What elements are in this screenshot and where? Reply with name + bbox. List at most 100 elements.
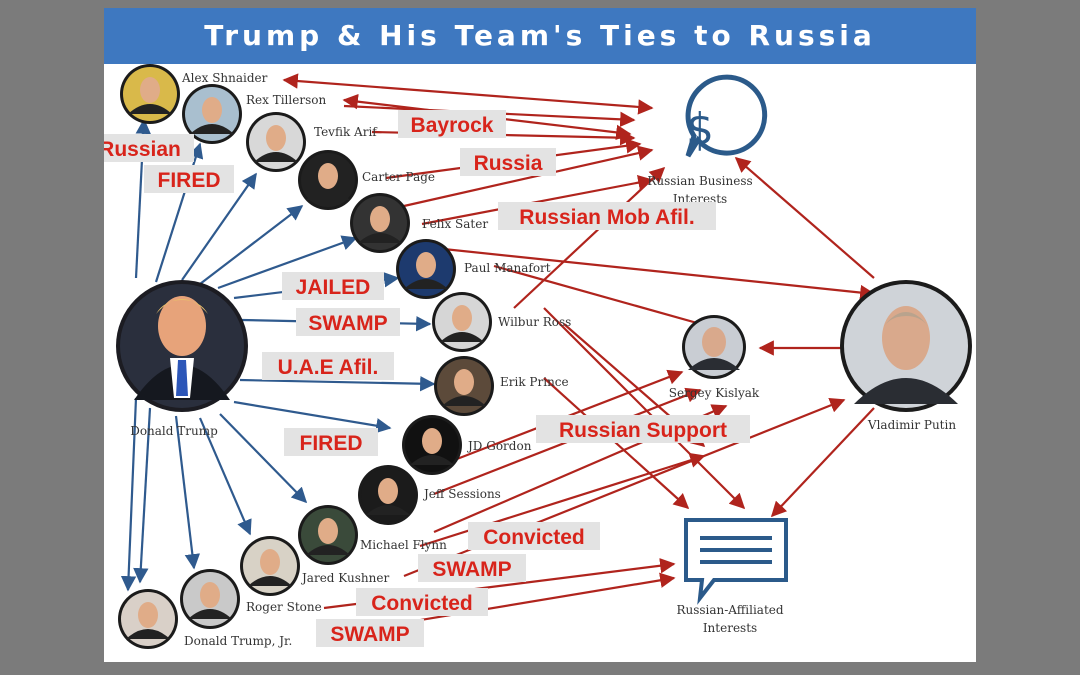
jared-kushner-node: Jared Kushner: [240, 536, 389, 596]
carter-page-avatar: [298, 150, 358, 210]
tag-label: SWAMP: [330, 623, 409, 646]
trump-arrow: [219, 413, 308, 504]
tag-label: Convicted: [371, 592, 473, 615]
alex-shnaider-label: Alex Shnaider: [181, 71, 268, 85]
rex-tillerson-label: Rex Tillerson: [246, 93, 326, 107]
tevfik-arif-label: Tevfik Arif: [314, 125, 378, 139]
russia-tie-arrow: [513, 166, 666, 309]
tag-bayrock: Bayrock: [398, 110, 506, 138]
russia-tie-arrow: [403, 145, 654, 208]
roger-stone-avatar: [180, 569, 240, 629]
vladimir-putin-avatar: [840, 280, 972, 412]
tag-label: SWAMP: [308, 312, 387, 335]
page-title: Trump & His Team's Ties to Russia: [104, 8, 976, 64]
felix-sater-node: Felix Sater: [350, 193, 488, 253]
russia-tie-arrow: [493, 264, 724, 334]
russia-tie-arrow: [282, 73, 654, 115]
tevfik-arif-node: Tevfik Arif: [246, 112, 378, 172]
erik-prince-node: Erik Prince: [434, 356, 569, 416]
russian-business-interests-node: $ Russian Business Interests: [647, 74, 768, 206]
tag-label: Russian Support: [559, 419, 727, 442]
sergey-kislyak-node: Sergey Kislyak: [669, 315, 760, 400]
vladimir-putin-label: Vladimir Putin: [867, 418, 956, 432]
paul-manafort-label: Paul Manafort: [464, 261, 551, 275]
sergey-kislyak-label: Sergey Kislyak: [669, 386, 760, 400]
russia-tie-arrow: [419, 452, 706, 548]
jared-kushner-label: Jared Kushner: [300, 571, 389, 585]
tag-label: Convicted: [483, 526, 585, 549]
trump-arrow: [133, 407, 152, 584]
tag-swamp: SWAMP: [418, 554, 526, 582]
document-speech-bubble-icon: [684, 518, 788, 605]
tag-u-a-e-afil: U.A.E Afil.: [262, 352, 394, 380]
carter-page-label: Carter Page: [362, 170, 435, 184]
felix-sater-label: Felix Sater: [422, 217, 488, 231]
rex-tillerson-avatar: [182, 84, 242, 144]
diagram-slide: Trump & His Team's Ties to Russia $ Russ…: [104, 8, 976, 662]
tag-label: FIRED: [300, 432, 363, 455]
svg-text:$: $: [686, 104, 714, 155]
tag-russian-support: Russian Support: [536, 415, 750, 443]
paul-manafort-avatar: [396, 239, 456, 299]
trump-arrow: [198, 417, 252, 536]
russia-tie-arrow: [770, 407, 875, 518]
paul-manafort-node: Paul Manafort: [396, 239, 551, 299]
tag-swamp: SWAMP: [296, 308, 400, 336]
wilbur-ross-node: Wilbur Ross: [432, 292, 571, 352]
roger-stone-node: Roger Stone: [180, 569, 322, 629]
donald-trump-jr-avatar: [118, 589, 178, 649]
jared-kushner-avatar: [240, 536, 300, 596]
tag-label: JAILED: [296, 276, 371, 299]
dollar-speech-bubble-icon: $: [685, 74, 768, 158]
jeff-sessions-avatar: [358, 465, 418, 525]
wilbur-ross-avatar: [432, 292, 492, 352]
donald-trump-avatar: [116, 280, 248, 412]
erik-prince-label: Erik Prince: [500, 375, 569, 389]
donald-trump-jr-label: Donald Trump, Jr.: [184, 634, 292, 648]
russian-affiliated-interests-node: Russian-Affiliated Interests: [676, 518, 788, 635]
erik-prince-avatar: [434, 356, 494, 416]
tag-convicted: Convicted: [356, 588, 488, 616]
wilbur-ross-label: Wilbur Ross: [498, 315, 571, 329]
connection-diagram: $ Russian Business Interests Russian-Aff…: [104, 64, 972, 649]
vladimir-putin-node: Vladimir Putin: [840, 280, 972, 432]
rex-tillerson-node: Rex Tillerson: [182, 84, 326, 144]
tag-fired: FIRED: [284, 428, 378, 456]
tevfik-arif-avatar: [246, 112, 306, 172]
jd-gordon-avatar: [402, 415, 462, 475]
michael-flynn-node: Michael Flynn: [298, 505, 447, 565]
carter-page-node: Carter Page: [298, 150, 435, 210]
trump-arrow: [217, 235, 358, 290]
trump-arrow: [233, 400, 392, 434]
tag-label: FIRED: [158, 169, 221, 192]
tag-fired: FIRED: [144, 165, 234, 193]
trump-arrow: [174, 415, 201, 570]
tag-swamp: SWAMP: [316, 619, 424, 647]
roger-stone-label: Roger Stone: [246, 600, 322, 614]
alex-shnaider-node: Alex Shnaider: [120, 64, 268, 124]
tag-russia: Russia: [460, 148, 556, 176]
michael-flynn-label: Michael Flynn: [360, 538, 447, 552]
tag-label: Russia: [474, 152, 543, 175]
trump-arrow: [239, 376, 436, 392]
trump-arrow: [199, 205, 304, 285]
tag-convicted: Convicted: [468, 522, 600, 550]
russia-tie-arrow: [433, 246, 876, 301]
business-interests-label-1: Russian Business: [647, 174, 752, 188]
affiliated-interests-label-2: Interests: [703, 621, 757, 635]
tag-russian-mob-afil: Russian Mob Afil.: [498, 202, 716, 230]
affiliated-interests-label-1: Russian-Affiliated: [676, 603, 783, 617]
trump-arrow: [181, 172, 257, 281]
jd-gordon-label: JD Gordon: [466, 439, 532, 453]
jd-gordon-node: JD Gordon: [402, 415, 532, 475]
trump-arrow: [154, 142, 204, 283]
donald-trump-label: Donald Trump: [130, 424, 218, 438]
alex-shnaider-avatar: [120, 64, 180, 124]
tag-label: Russian Mob Afil.: [519, 206, 694, 229]
felix-sater-avatar: [350, 193, 410, 253]
tag-label: Russian: [104, 138, 181, 161]
tag-label: U.A.E Afil.: [278, 356, 379, 379]
russia-tie-arrow: [543, 307, 746, 510]
